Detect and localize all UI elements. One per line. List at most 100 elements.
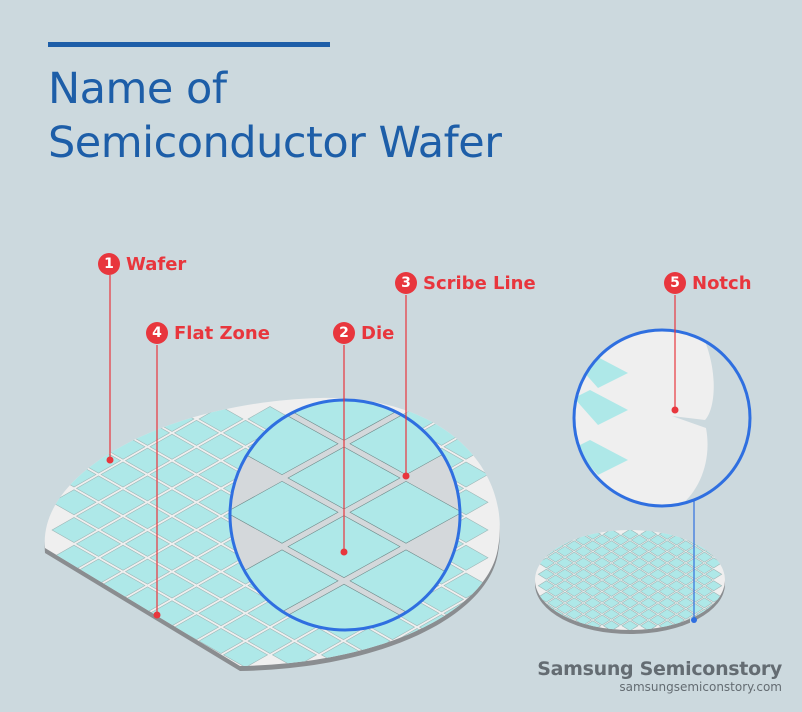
die (296, 628, 342, 654)
die (593, 580, 611, 592)
die (649, 591, 667, 603)
label-text: Notch (692, 272, 752, 294)
die (621, 563, 639, 574)
die (695, 530, 713, 540)
magnifier-circle (228, 398, 462, 632)
die (556, 568, 574, 580)
die (537, 614, 555, 626)
die (695, 574, 713, 586)
die (705, 580, 723, 592)
die (640, 574, 658, 586)
die (271, 642, 318, 666)
die (658, 563, 676, 574)
die (640, 551, 658, 563)
die (547, 530, 565, 540)
die (658, 586, 676, 597)
die (124, 642, 171, 666)
die (51, 489, 97, 516)
die (686, 603, 704, 614)
die (556, 603, 574, 614)
die (705, 534, 723, 546)
die (630, 580, 648, 592)
die (574, 580, 593, 592)
die (593, 557, 611, 569)
die (705, 568, 723, 580)
die (695, 620, 713, 630)
die (574, 557, 593, 569)
die (173, 531, 220, 557)
die (612, 557, 630, 569)
die (100, 406, 146, 432)
die (667, 557, 686, 569)
die (100, 517, 146, 543)
die (149, 433, 195, 460)
die (602, 551, 620, 563)
notch-magnifier-circle (572, 328, 752, 508)
die (630, 534, 648, 546)
die (705, 614, 723, 626)
die (593, 546, 611, 557)
label-flat-zone: 4 Flat Zone (146, 322, 270, 344)
label-number: 2 (333, 322, 355, 344)
die (593, 614, 611, 626)
die (565, 551, 583, 563)
die (100, 628, 146, 654)
label-number: 4 (146, 322, 168, 344)
die (556, 591, 574, 603)
die (565, 597, 583, 609)
die (584, 540, 602, 552)
die (547, 620, 565, 630)
die (630, 568, 648, 580)
die (621, 530, 639, 540)
die (649, 546, 667, 557)
die (640, 597, 658, 609)
die (612, 580, 630, 592)
die (612, 568, 630, 580)
die (149, 461, 195, 488)
label-die: 2 Die (333, 322, 394, 344)
die (667, 568, 686, 580)
die (667, 603, 686, 614)
title-line-1: Name of (48, 64, 227, 114)
label-number: 3 (395, 272, 417, 294)
magnified-view (230, 400, 460, 630)
label-text: Flat Zone (174, 322, 270, 344)
die (630, 557, 648, 569)
die (658, 540, 676, 552)
die (149, 544, 195, 571)
die (593, 603, 611, 614)
die (173, 558, 220, 585)
die (602, 563, 620, 574)
die (100, 461, 146, 488)
die (658, 597, 676, 609)
die (640, 563, 658, 574)
die (51, 406, 97, 432)
die (230, 480, 339, 544)
die (75, 420, 122, 446)
die (602, 597, 620, 609)
die (51, 517, 97, 543)
die (124, 531, 171, 557)
die (630, 591, 648, 603)
die (537, 534, 555, 546)
leader-dots (106, 406, 679, 619)
die (649, 568, 667, 580)
die (621, 597, 639, 609)
die (51, 600, 97, 627)
die (658, 574, 676, 586)
die (695, 551, 713, 563)
brand: Samsung Semiconstory samsungsemiconstory… (537, 658, 782, 694)
die (658, 551, 676, 563)
die (198, 600, 244, 627)
label-number: 1 (98, 253, 120, 275)
label-text: Die (361, 322, 395, 344)
die (602, 608, 620, 620)
die (584, 574, 602, 586)
die (247, 628, 293, 654)
die (124, 503, 171, 529)
die (173, 475, 220, 502)
die (173, 503, 220, 529)
